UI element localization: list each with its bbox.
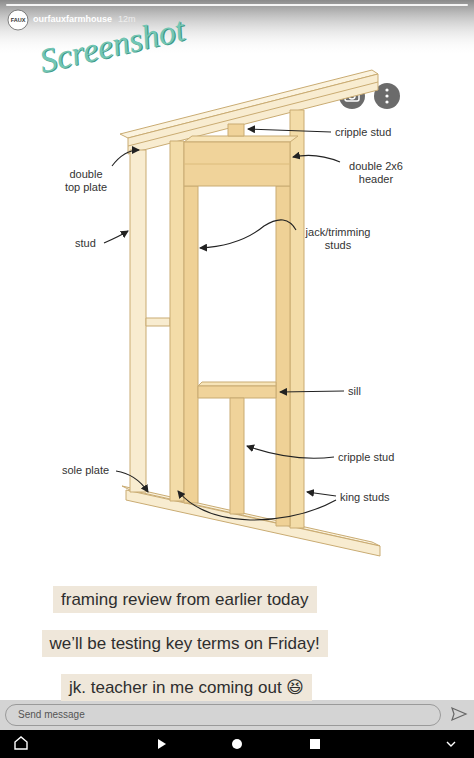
blocking xyxy=(146,318,170,326)
leader-line xyxy=(112,150,139,166)
double-header xyxy=(184,142,290,186)
caption-band: framing review from earlier today xyxy=(53,586,317,613)
nav-bar xyxy=(0,730,474,758)
part-label: double top plate xyxy=(62,168,110,194)
caption-band: jk. teacher in me coming out 😆 xyxy=(61,674,312,701)
leader-line xyxy=(293,155,340,162)
part-label: double 2x6 header xyxy=(342,160,410,186)
king-stud xyxy=(290,110,304,528)
header-top xyxy=(184,136,298,142)
part-label: cripple stud xyxy=(338,451,394,464)
send-icon xyxy=(452,708,466,720)
header-seam xyxy=(184,164,290,165)
caption-band: we’ll be testing key terms on Friday! xyxy=(42,630,328,657)
jack-stud xyxy=(276,186,290,526)
input-placeholder: Send message xyxy=(18,709,428,721)
menu-dot xyxy=(385,88,388,91)
sill-top xyxy=(198,382,276,386)
leader-line xyxy=(248,129,331,132)
menu-dot xyxy=(385,100,388,103)
jack-stud xyxy=(184,186,198,503)
caption-text: jk. teacher in me coming out 😆 xyxy=(69,677,304,698)
leader-line xyxy=(116,471,148,492)
back-icon xyxy=(158,739,166,749)
recent-icon xyxy=(310,739,320,749)
logo-text: FAUX xyxy=(9,17,27,24)
part-label: cripple stud xyxy=(335,126,391,139)
home-icon xyxy=(15,737,27,749)
stud xyxy=(130,150,146,492)
home-button xyxy=(232,739,242,749)
leader-line xyxy=(104,231,128,243)
leader-line xyxy=(280,391,344,392)
king-stud xyxy=(170,141,184,501)
reply-bar xyxy=(0,700,474,730)
leader-line xyxy=(200,220,296,248)
cripple-stud xyxy=(228,124,244,136)
menu-dot xyxy=(385,94,388,97)
leader-line xyxy=(178,491,336,520)
progress-bar xyxy=(6,4,468,6)
message-input: Send message xyxy=(5,704,441,726)
part-label: sole plate xyxy=(62,464,109,477)
sill xyxy=(198,386,276,398)
part-label: stud xyxy=(75,237,96,250)
caption-text: we’ll be testing key terms on Friday! xyxy=(50,633,320,654)
avatar xyxy=(8,10,28,30)
part-label: sill xyxy=(348,385,361,398)
part-label: jack/trimming studs xyxy=(300,226,376,252)
leader-line xyxy=(307,492,336,496)
username: ourfauxfarmhouse xyxy=(33,14,112,25)
cripple-stud xyxy=(230,398,244,514)
caption-text: framing review from earlier today xyxy=(61,589,309,610)
part-label: king studs xyxy=(340,491,390,504)
leader-line xyxy=(247,446,334,458)
keyboard-icon xyxy=(447,742,455,746)
